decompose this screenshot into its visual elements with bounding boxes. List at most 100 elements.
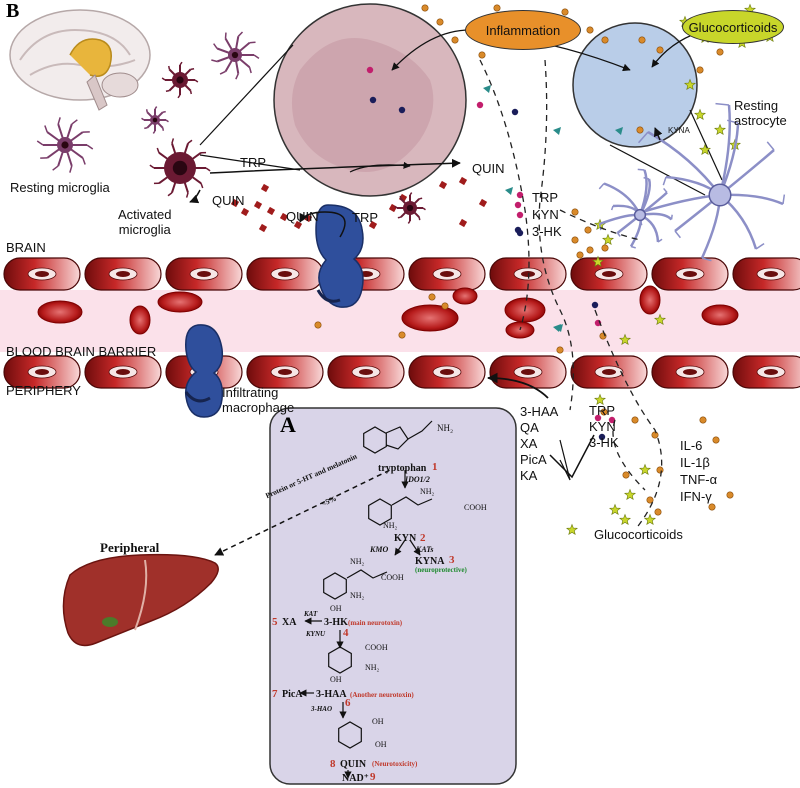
microglia-branch [235,73,239,80]
quin-square [293,220,303,230]
orange-particle [451,36,459,44]
nucleus-core [521,369,535,375]
microglia-branch [152,130,156,134]
microglia-branch [249,41,256,44]
astrocyte-branch [598,223,602,231]
quin-square [279,212,289,222]
nad-num: 9 [370,771,376,783]
kyn-num: 2 [420,532,426,544]
kat-enzyme: KAT [304,610,318,618]
oh-quin1: OH [372,717,384,726]
microglia-branch [190,68,195,71]
magenta-particle [516,211,524,219]
resting-astrocyte-label: Resting astrocyte [734,98,787,128]
orange-particle [561,8,569,16]
red-blood-cell [129,305,151,335]
glucocorticoid-star [644,513,656,526]
astrocyte-branch [598,183,605,190]
microglia-branch [145,109,148,113]
astrocyte-zoom-circle [572,22,723,196]
microglia-branch [399,195,402,199]
nucleus-core [278,271,292,277]
red-blood-cell [639,285,661,315]
microglia-branch [86,144,94,150]
orange-particle [696,66,704,74]
microglia-branch [162,127,165,131]
quin-square [458,218,468,228]
liver-illustration [62,469,391,647]
kyna-label: KYNA [415,556,445,567]
oh-hk: OH [330,604,342,613]
kyna-note: (neuroprotective) [415,566,467,574]
teal-particle [553,324,561,332]
astrocyte-branch [616,232,621,237]
nad-label: NAD⁺ [342,773,369,784]
orange-particle [646,496,654,504]
metabolite-item: PicA [520,452,547,467]
navy-particle [516,229,524,237]
microglia-branch [213,43,218,49]
magenta-particle [594,414,602,422]
bbb-zone-label: BLOOD BRAIN BARRIER [6,344,157,359]
nucleus-core [116,369,130,375]
haa-num: 6 [345,697,351,709]
red-blood-cell [37,300,83,324]
astrocyte-branch [657,238,663,243]
pica-label: PicA [282,689,303,700]
red-blood-cell [701,304,739,326]
microglia-nucleus [172,160,188,176]
nucleus-core [683,369,697,375]
nh2-kyn: NH₂ [420,487,435,496]
microglia-branch [154,106,158,110]
glucocorticoid-star [714,123,726,136]
glucocorticoid-star [609,503,621,516]
microglia-branch [161,77,166,81]
nucleus-core [440,369,454,375]
nucleus-core [35,271,49,277]
microglia-branch [409,192,413,196]
cooh-kyn: COOH [464,503,487,512]
glucocorticoid-star [654,313,666,326]
hk-ring [323,572,347,600]
quin-square [230,198,240,208]
teal-particle [505,187,513,195]
resting-microglia-small [211,31,260,80]
orange-particle [712,436,720,444]
nucleus-core [764,271,778,277]
resting-microglia [36,117,94,173]
orange-particle [576,251,584,259]
red-blood-cell [401,304,459,332]
kyna-astro-label: KYNA [668,126,690,135]
astrocyte-branch [755,242,765,250]
orange-particle [656,46,664,54]
microglia-nucleus [61,141,69,149]
microglia-branch [82,157,86,165]
nucleus-core [683,271,697,277]
orange-particle [436,18,444,26]
quin-left-label: QUIN [212,193,245,208]
metabolite-particles [230,3,776,536]
astrocyte-body [708,183,732,207]
hk-brain-label: 3-HK [532,224,562,239]
microglia-branch [156,147,160,153]
astrocyte-branch [662,176,667,186]
quin-note: (Neurotoxicity) [372,760,418,768]
activated-microglia-main [149,138,211,198]
orange-particle [571,236,579,244]
quin-square [438,180,448,190]
nh2-hk-ring: NH₂ [350,591,365,600]
magenta-particle [366,66,374,74]
kyna-num: 3 [449,554,455,566]
microglia-branch [185,192,189,198]
ido-enzyme: IDO1/2 [405,475,430,484]
glucocorticoid-star [592,255,604,268]
cytokine-item: IL-1β [680,455,710,470]
glucocorticoids-bottom-label: Glucocorticoids [594,527,683,542]
dashed-transport-lines [479,59,663,531]
orange-particle [600,408,608,416]
brain-zone-label: BRAIN [6,240,46,255]
microglia-branch [253,54,260,60]
astrocyte-branch [637,168,645,171]
kats-arrow [409,539,421,556]
orange-particle [421,4,429,12]
